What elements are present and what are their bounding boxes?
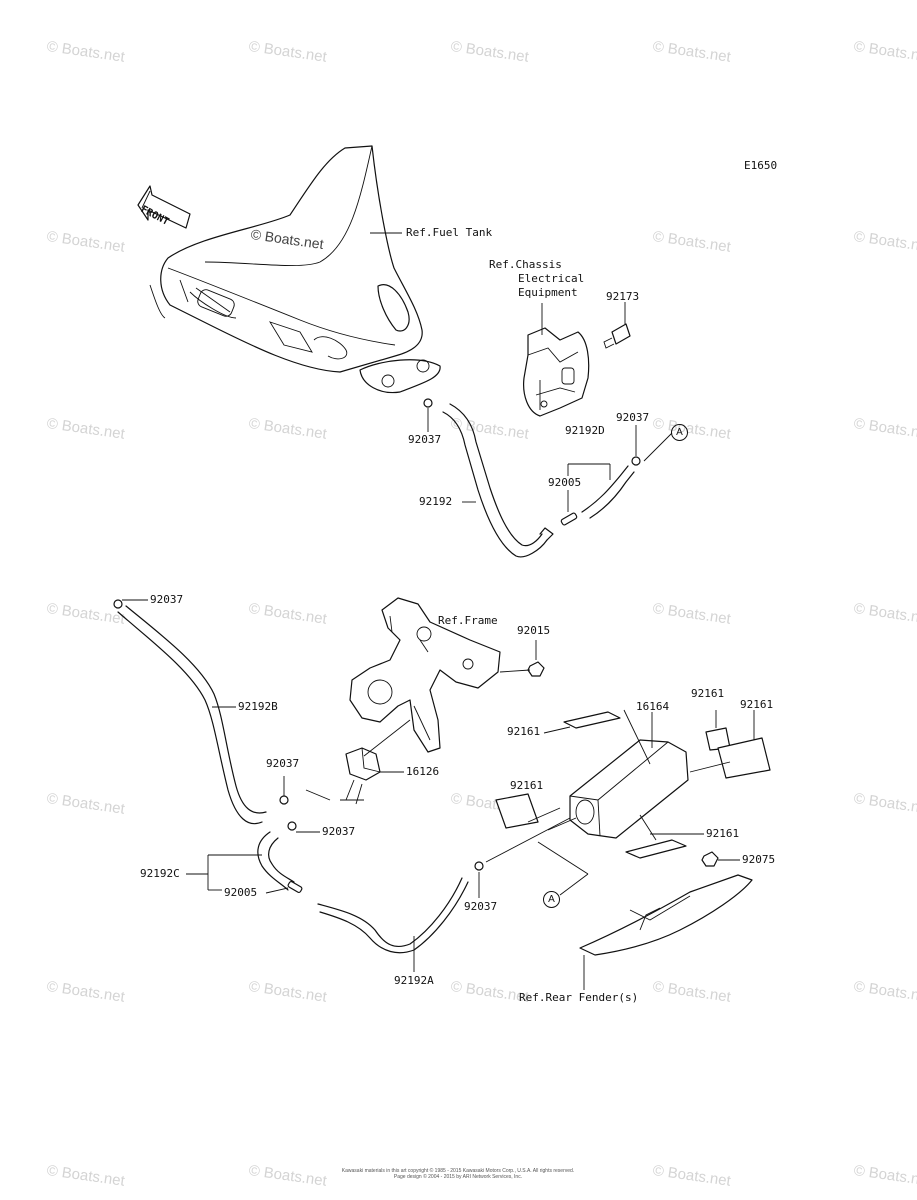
joint-92005-drawing [560,512,578,526]
part-92192D: 92192D [565,424,605,437]
ref-frame: Ref.Frame [438,614,498,627]
part-92037-b: 92037 [616,411,650,424]
ref-chassis-line3: Equipment [518,286,578,299]
clamp-icons [113,398,641,871]
footer-line-2: Page design © 2004 - 2015 by ARI Network… [393,1174,523,1180]
part-92161-b: 92161 [740,698,774,711]
part-92037-e: 92037 [322,825,356,838]
pads-92161-drawing [495,711,771,859]
fuel-tank-drawing [149,145,441,394]
part-92192A: 92192A [394,974,434,987]
part-92015: 92015 [517,624,551,637]
rear-fender-drawing [579,874,753,956]
callout-a-top: A [671,424,688,441]
ref-fuel-tank: Ref.Fuel Tank [406,226,493,239]
part-92161-e: 92161 [706,827,740,840]
part-92173: 92173 [606,290,640,303]
footer-line-1: Kawasaki materials in this art copyright… [341,1168,575,1174]
part-92037-f: 92037 [464,900,498,913]
joint-92005-b-drawing [287,881,303,893]
bolt-92075-drawing [701,851,719,867]
part-92037-a: 92037 [408,433,442,446]
hose-92192A-drawing [317,877,469,954]
part-92161-c: 92161 [507,725,541,738]
part-92192B: 92192B [238,700,278,713]
diagram-code: E1650 [744,159,778,172]
footer-copyright: Kawasaki materials in this art copyright… [308,1168,608,1180]
hose-92192B-drawing [117,605,267,825]
part-92005-a: 92005 [548,476,582,489]
leader-lines [122,232,755,990]
hose-92192D-drawing [581,465,635,519]
hose-92192-drawing [442,403,554,558]
bolt-92173-drawing [603,323,631,349]
canister-16164-drawing [547,739,689,839]
part-92005-b: 92005 [224,886,258,899]
part-92161-d: 92161 [510,779,544,792]
frame-drawing [349,597,501,753]
part-16126: 16126 [406,765,440,778]
part-92037-d: 92037 [266,757,300,770]
part-92075: 92075 [742,853,776,866]
nut-92015-drawing [527,661,545,677]
hose-92192C-drawing [257,831,295,891]
chassis-bracket-drawing [523,327,590,417]
callout-a-bottom: A [543,891,560,908]
part-92037-c: 92037 [150,593,184,606]
ref-chassis-line1: Ref.Chassis [489,258,562,271]
part-92161-a: 92161 [691,687,725,700]
valve-16126-drawing [340,747,381,805]
part-16164: 16164 [636,700,670,713]
part-92192: 92192 [419,495,453,508]
ref-chassis-line2: Electrical [518,272,585,285]
ref-rear-fender: Ref.Rear Fender(s) [519,991,639,1004]
front-arrow-icon [137,185,191,229]
part-92192C: 92192C [140,867,180,880]
